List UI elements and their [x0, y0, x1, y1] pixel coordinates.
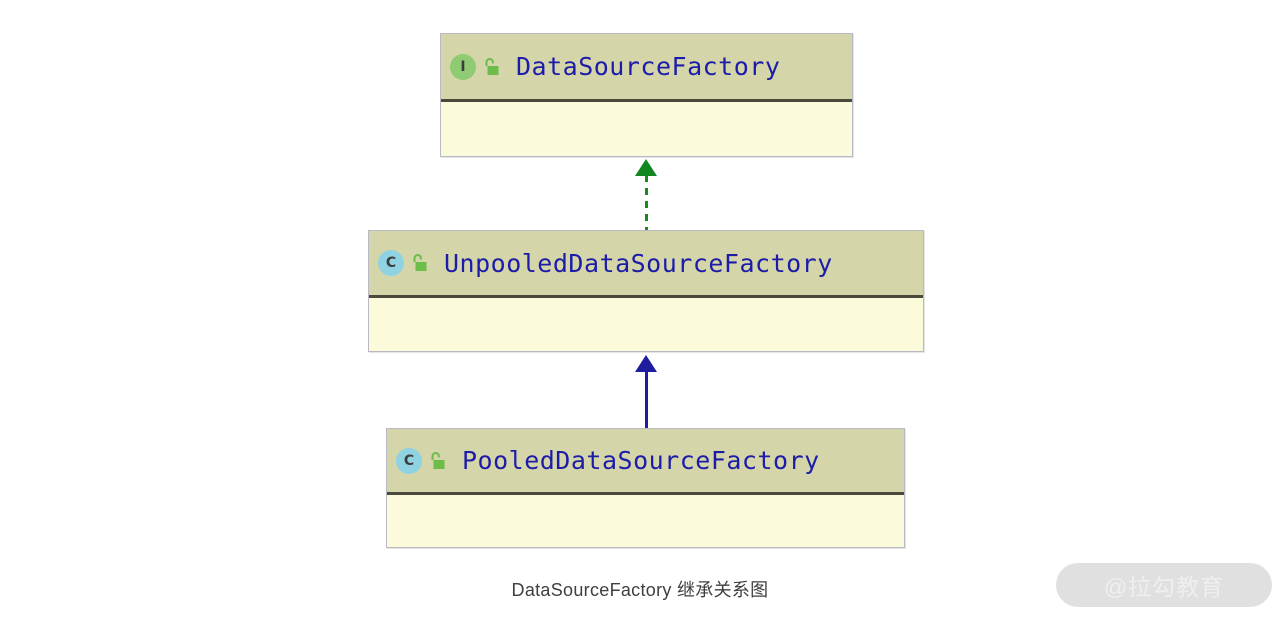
uml-class-name: PooledDataSourceFactory: [462, 446, 820, 475]
uml-class-box-pooleddatasourcefactory[interactable]: C PooledDataSourceFactory: [386, 428, 905, 548]
uml-class-members-compartment: [441, 102, 852, 155]
class-stereotype-icon: C: [396, 447, 422, 474]
uml-class-box-unpooleddatasourcefactory[interactable]: C UnpooledDataSourceFactory: [368, 230, 924, 352]
edge-extends-arrowhead: [635, 355, 657, 372]
uml-class-box-datasourcefactory[interactable]: I DataSourceFactory: [440, 33, 853, 157]
uml-class-header: C UnpooledDataSourceFactory: [369, 231, 923, 298]
edge-implements-arrowhead: [635, 159, 657, 176]
open-padlock-icon: [431, 451, 445, 469]
watermark: @拉勾教育: [1056, 563, 1272, 607]
uml-class-header: C PooledDataSourceFactory: [387, 429, 904, 495]
interface-stereotype-icon: I: [450, 53, 476, 80]
figure-caption: DataSourceFactory 继承关系图: [511, 580, 769, 600]
class-stereotype-icon: C: [378, 250, 404, 276]
open-padlock-icon: [485, 57, 499, 75]
uml-class-members-compartment: [387, 495, 904, 546]
uml-class-name: DataSourceFactory: [516, 52, 781, 81]
open-padlock-icon: [413, 254, 427, 271]
uml-class-members-compartment: [369, 298, 923, 350]
uml-class-name: UnpooledDataSourceFactory: [444, 248, 833, 278]
edge-extends-line: [645, 371, 648, 429]
edge-implements-line: [645, 175, 648, 231]
uml-class-header: I DataSourceFactory: [441, 34, 852, 102]
